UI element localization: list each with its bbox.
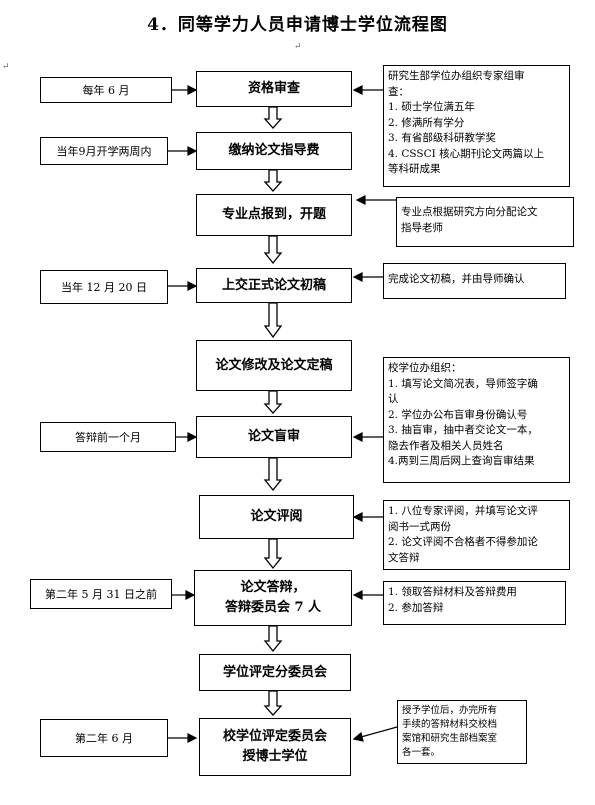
step-label: 论文答辩， <box>240 580 306 595</box>
time-box-june: 每年 6 月 <box>40 77 172 103</box>
connector-arrows <box>168 85 398 743</box>
step-label: 论文评阅 <box>250 509 303 524</box>
step-label: 学位评定分委员会 <box>222 664 327 680</box>
note-qualification-criteria: 研究生部学位办组织专家组审 查： 1. 硕士学位满五年 2. 修满所有学分 3.… <box>383 65 570 187</box>
time-label: 第二年 6 月 <box>75 732 133 745</box>
note-evaluation-rules: 1. 八位专家评阅，并填写论文评 阅书一式两份 2. 论文评阅不合格者不得参加论… <box>383 500 570 570</box>
step-label: 资格审查 <box>247 81 300 96</box>
step-label: 论文盲审 <box>247 429 300 444</box>
time-label: 当年9月开学两周内 <box>56 145 152 158</box>
time-label: 第二年 5 月 31 日之前 <box>45 588 157 601</box>
step-label: 校学位评定委员会 <box>222 729 327 744</box>
note-blind-review-process: 校学位办组织： 1. 填写论文简况表，导师签字确 认 2. 学位办公布盲审身份确… <box>383 357 570 483</box>
step-thesis-evaluation: 论文评阅 <box>199 495 354 539</box>
step-defense: 论文答辩， 答辩委员会 7 人 <box>194 570 352 626</box>
step-pay-supervision-fee: 缴纳论文指导费 <box>196 132 352 170</box>
step-sublabel: 授博士学位 <box>242 749 308 764</box>
step-report-and-proposal: 专业点报到，开题 <box>196 194 352 236</box>
note-draft-confirmation: 完成论文初稿，并由导师确认 <box>383 263 566 299</box>
down-arrow-1 <box>263 106 283 129</box>
paragraph-mark: ↵ <box>2 62 10 72</box>
step-sublabel: 答辩委员会 7 人 <box>224 600 322 615</box>
down-arrow-6 <box>263 457 283 492</box>
step-label: 上交正式论文初稿 <box>221 277 326 293</box>
flow-arrows <box>263 106 283 716</box>
note-defense-steps: 1. 领取答辩材料及答辩费用 2. 参加答辩 <box>383 581 566 625</box>
time-label: 每年 6 月 <box>82 84 130 97</box>
page-title: 4．同等学力人员申请博士学位流程图 <box>147 15 448 35</box>
step-label: 论文修改及论文定稿 <box>215 357 333 373</box>
step-submit-first-draft: 上交正式论文初稿 <box>196 268 352 303</box>
down-arrow-5 <box>263 390 283 414</box>
down-arrow-7 <box>263 538 283 570</box>
step-sub-committee: 学位评定分委员会 <box>199 654 351 691</box>
time-label: 当年 12 月 20 日 <box>61 281 147 294</box>
step-label: 专业点报到，开题 <box>221 207 326 222</box>
paragraph-mark: ↵ <box>294 42 302 52</box>
down-arrow-2 <box>263 169 283 192</box>
step-label: 缴纳论文指导费 <box>228 143 320 158</box>
time-box-may-31: 第二年 5 月 31 日之前 <box>30 579 172 609</box>
time-label: 答辩前一个月 <box>75 431 141 444</box>
time-box-september: 当年9月开学两周内 <box>40 137 168 165</box>
note-archive-materials: 授予学位后，办完所有 手续的答辩材料交校档 案馆和研究生部档案室 各一套。 <box>397 700 527 764</box>
step-university-committee: 校学位评定委员会授博士学位 <box>199 718 351 776</box>
time-box-december: 当年 12 月 20 日 <box>40 270 168 304</box>
time-box-second-june: 第二年 6 月 <box>40 719 168 757</box>
time-box-before-defense: 答辩前一个月 <box>40 422 176 452</box>
down-arrow-9 <box>263 690 283 716</box>
note-assign-supervisor: 专业点根据研究方向分配论文 指导老师 <box>396 197 574 247</box>
down-arrow-8 <box>263 625 283 653</box>
down-arrow-4 <box>263 302 283 339</box>
step-qualification-review: 资格审查 <box>196 71 352 107</box>
down-arrow-3 <box>263 235 283 265</box>
step-revise-and-finalize: 论文修改及论文定稿 <box>196 340 352 391</box>
step-blind-review: 论文盲审 <box>196 416 352 458</box>
